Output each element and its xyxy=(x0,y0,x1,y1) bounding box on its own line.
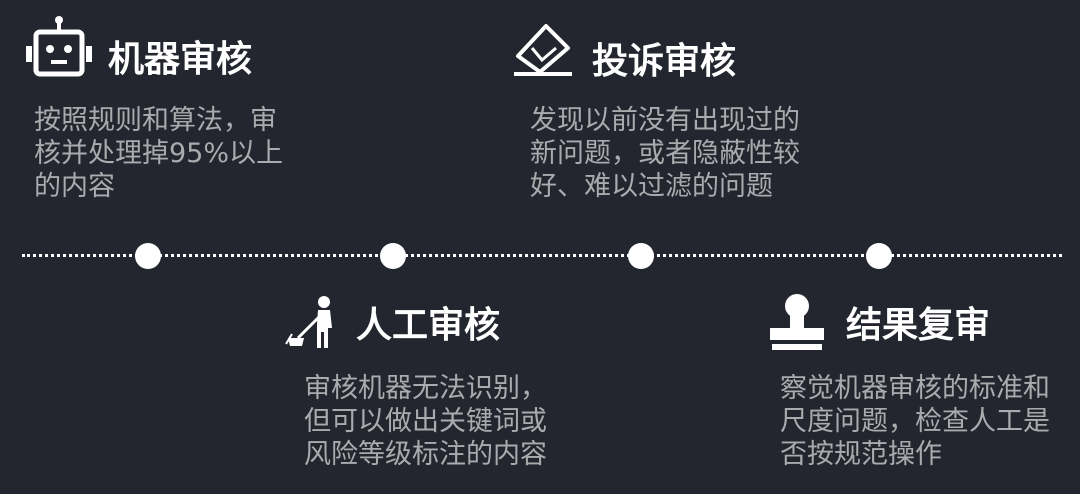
envelope-icon xyxy=(512,20,574,78)
robot-icon xyxy=(26,16,92,80)
stage-1-description: 按照规则和算法，审 核并处理掉95%以上 的内容 xyxy=(34,105,284,202)
timeline-node-2 xyxy=(380,243,406,269)
stage-4-title: 结果复审 xyxy=(846,305,991,346)
stage-1-title: 机器审核 xyxy=(108,39,253,80)
stage-2-title: 人工审核 xyxy=(356,305,501,346)
stage-3-description: 发现以前没有出现过的 新问题，或者隐蔽性较 好、难以过滤的问题 xyxy=(530,105,800,202)
stamp-icon xyxy=(768,292,826,352)
person-sweeping-icon xyxy=(284,294,338,350)
timeline-node-1 xyxy=(135,243,161,269)
stage-2-description: 审核机器无法识别， 但可以做出关键词或 风险等级标注的内容 xyxy=(304,373,547,470)
timeline-line xyxy=(22,254,1062,257)
stage-3-title: 投诉审核 xyxy=(592,41,737,82)
timeline-node-4 xyxy=(866,243,892,269)
timeline-node-3 xyxy=(628,243,654,269)
stage-4-description: 察觉机器审核的标准和 尺度问题，检查人工是 否按规范操作 xyxy=(780,373,1050,470)
